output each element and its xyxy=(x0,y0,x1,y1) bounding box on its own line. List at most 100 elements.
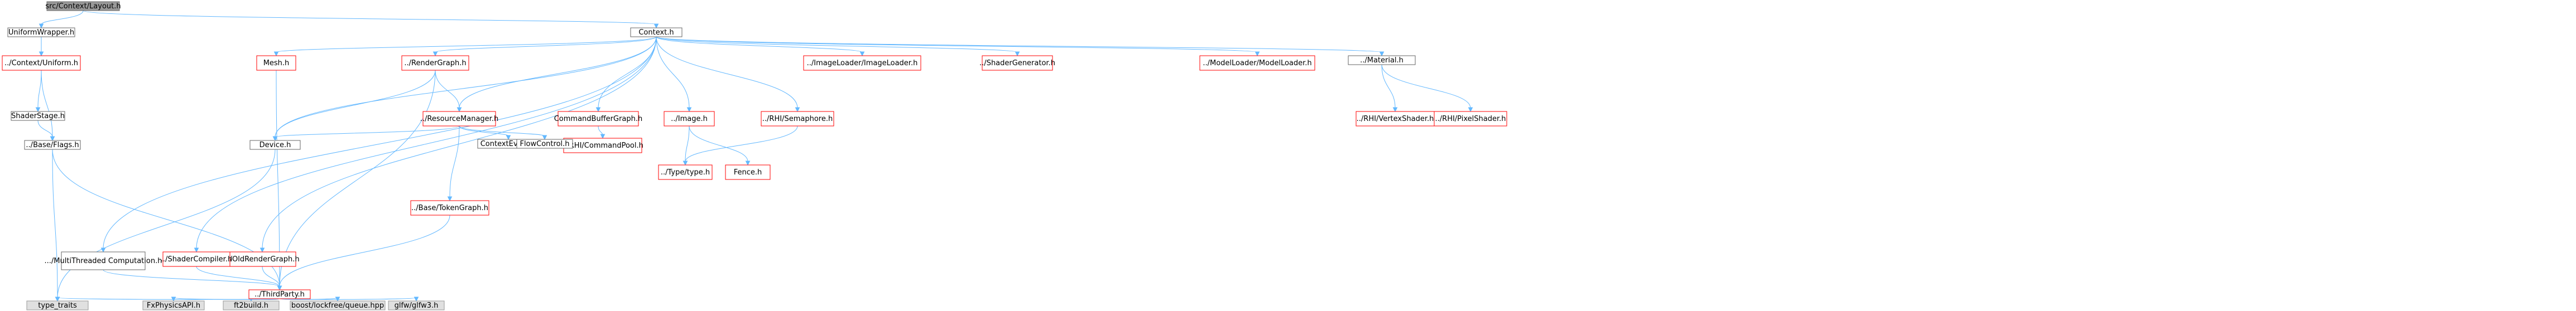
node-label: ../OldRenderGraph.h xyxy=(225,255,299,264)
node-label: Device.h xyxy=(259,141,291,149)
graph-node-commandbuffergraph[interactable]: CommandBufferGraph.h xyxy=(554,111,643,127)
graph-node-shadercompiler[interactable]: ../ShaderCompiler.h xyxy=(161,251,232,267)
node-box xyxy=(142,300,205,310)
graph-node-ctxuniform[interactable]: ../Context/Uniform.h xyxy=(2,55,81,71)
node-box xyxy=(46,1,120,11)
node-label: ../ShaderGenerator.h xyxy=(979,59,1055,67)
graph-node-flowcontrol[interactable]: FlowControl.h xyxy=(516,139,573,149)
dependency-edge xyxy=(656,36,800,113)
node-box xyxy=(388,300,445,310)
graph-node-basetokengraph[interactable]: ../Base/TokenGraph.h xyxy=(410,200,489,216)
node-box xyxy=(162,251,230,267)
dependency-edge xyxy=(459,125,547,140)
node-box xyxy=(228,251,296,267)
node-label: ../Context/Uniform.h xyxy=(4,59,78,67)
node-box xyxy=(1348,55,1416,65)
dependency-edge xyxy=(683,125,798,166)
node-label: ../RHI/Semaphore.h xyxy=(762,115,833,123)
dependency-edge xyxy=(689,125,751,166)
graph-node-shadergenerator[interactable]: ../ShaderGenerator.h xyxy=(979,55,1055,71)
node-box xyxy=(61,251,146,270)
dependency-edge xyxy=(595,36,657,113)
dependency-edge xyxy=(196,266,282,291)
graph-node-basebase[interactable]: ../Base/Flags.h xyxy=(24,140,81,150)
graph-node-uniformwrapper[interactable]: UniformWrapper.h xyxy=(7,27,75,37)
dependency-edge xyxy=(272,125,460,142)
node-label: ../Type/type.h xyxy=(661,168,710,177)
graph-node-mesh[interactable]: Mesh.h xyxy=(256,55,296,71)
node-label: Mesh.h xyxy=(263,59,290,67)
dependency-edge xyxy=(459,125,511,140)
dependency-edge xyxy=(598,125,605,139)
node-box xyxy=(290,300,386,310)
node-box xyxy=(761,111,834,127)
graph-node-typetraits[interactable]: type_traits xyxy=(26,300,89,310)
graph-node-glfw[interactable]: glfw/glfw3.h xyxy=(388,300,445,310)
graph-node-resourcemanager[interactable]: ../ResourceManager.h xyxy=(420,111,498,127)
dependency-edge xyxy=(262,266,282,291)
node-label: ft2build.h xyxy=(234,302,268,310)
node-box xyxy=(658,164,713,180)
node-box xyxy=(516,139,573,149)
node-label: src/Context/Layout.h xyxy=(45,2,121,11)
graph-node-lockfree[interactable]: boost/lockfree/queue.hpp xyxy=(290,300,386,310)
dependency-edge xyxy=(273,36,657,57)
node-box xyxy=(401,55,469,71)
dependency-edge xyxy=(447,125,460,202)
node-label: ../ShaderCompiler.h xyxy=(161,255,232,264)
node-label: ../Image.h xyxy=(671,115,708,123)
node-label: ../ModelLoader/ModelLoader.h xyxy=(1203,59,1311,67)
node-label: ../Material.h xyxy=(1360,56,1404,65)
dependency-edge xyxy=(435,70,462,113)
node-box xyxy=(248,289,311,299)
graph-node-oldrendergraph[interactable]: ../OldRenderGraph.h xyxy=(225,251,300,267)
node-box xyxy=(982,55,1053,71)
graph-node-rhicommandpool[interactable]: ../RHI/CommandPool.h xyxy=(562,138,643,153)
node-label: type_traits xyxy=(38,302,77,310)
graph-node-pixelshader[interactable]: ../RHI/PixelShader.h xyxy=(1434,111,1507,127)
graph-node-rhisemaphore[interactable]: ../RHI/Semaphore.h xyxy=(761,111,834,127)
node-box xyxy=(2,55,81,71)
dependency-edge xyxy=(656,36,1260,57)
dependency-edge xyxy=(432,36,657,57)
dependency-edge xyxy=(37,120,55,142)
node-box xyxy=(223,300,280,310)
graph-node-material[interactable]: ../Material.h xyxy=(1348,55,1416,65)
node-box xyxy=(803,55,921,71)
graph-node-root[interactable]: src/Context/Layout.h xyxy=(45,1,121,11)
node-box xyxy=(725,164,771,180)
node-label: FxPhysicsAPI.h xyxy=(147,302,200,310)
dependency-edge xyxy=(656,36,1020,57)
graph-node-fxphysics[interactable]: FxPhysicsAPI.h xyxy=(142,300,205,310)
dependency-edge xyxy=(279,297,419,302)
dependency-edge xyxy=(277,70,436,291)
graph-node-ftbuild[interactable]: ft2build.h xyxy=(223,300,280,310)
dependency-edge xyxy=(55,297,280,302)
graph-node-shaderstage[interactable]: ShaderStage.h xyxy=(11,111,65,121)
graph-node-thirdparty[interactable]: ../ThirdParty.h xyxy=(248,289,311,299)
graph-node-device[interactable]: Device.h xyxy=(249,140,301,150)
graph-node-multithreaded[interactable]: .../MultiThreaded Computation.h xyxy=(45,251,162,270)
dependency-edge xyxy=(52,149,60,302)
node-box xyxy=(256,55,296,71)
graph-node-modelloader[interactable]: ../ModelLoader/ModelLoader.h xyxy=(1199,55,1315,71)
node-box xyxy=(558,111,639,127)
graph-node-rendergraph[interactable]: ../RenderGraph.h xyxy=(401,55,469,71)
node-box xyxy=(11,111,65,121)
node-box xyxy=(422,111,496,127)
dependency-edge xyxy=(194,36,657,253)
node-label: CommandBufferGraph.h xyxy=(554,115,643,123)
graph-node-imageloader[interactable]: ../ImageLoader/ImageLoader.h xyxy=(803,55,921,71)
node-label: ../RHI/CommandPool.h xyxy=(562,142,643,150)
node-box xyxy=(249,140,301,150)
graph-node-image[interactable]: ../Image.h xyxy=(664,111,715,127)
graph-node-typetype[interactable]: ../Type/type.h xyxy=(658,164,713,180)
node-box xyxy=(664,111,715,127)
dependency-edge xyxy=(272,70,436,142)
graph-node-context[interactable]: Context.h xyxy=(630,27,683,37)
graph-node-fence[interactable]: Fence.h xyxy=(725,164,771,180)
graph-node-vertexshader[interactable]: ../RHI/VertexShader.h xyxy=(1356,111,1435,127)
node-box xyxy=(1199,55,1315,71)
